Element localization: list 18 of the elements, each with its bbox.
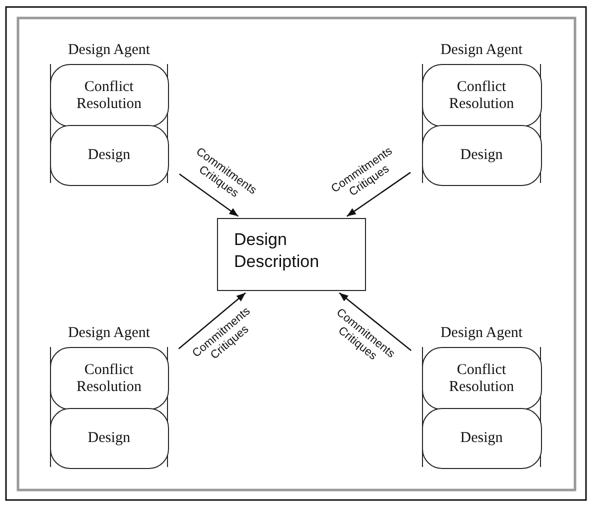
arrow [179, 173, 239, 217]
box-text: Design Description [234, 230, 320, 271]
component-section: Design [50, 408, 168, 469]
arrow [346, 172, 411, 217]
component-section: Design [50, 125, 168, 186]
description-box [217, 218, 366, 291]
component-section: Design [422, 125, 542, 186]
agent-heading: Design Agent [66, 325, 152, 342]
component-section: Design [422, 408, 542, 469]
component-section: Conflict Resolution [422, 64, 542, 127]
component-section: Conflict Resolution [50, 64, 168, 127]
component-section: Conflict Resolution [422, 347, 542, 410]
agent-heading: Design Agent [439, 325, 524, 342]
component-section: Conflict Resolution [50, 347, 168, 410]
agent-heading: Design Agent [66, 42, 152, 59]
arrow [178, 292, 246, 350]
arrow [338, 292, 412, 351]
agent-heading: Design Agent [439, 42, 524, 59]
